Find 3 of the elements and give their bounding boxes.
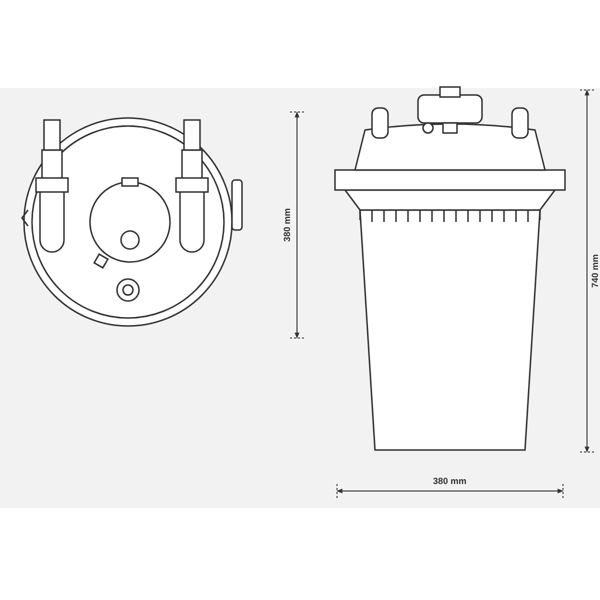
dimension-label: 380 mm (282, 208, 292, 242)
dimension-label: 740 mm (590, 254, 600, 288)
dimension-label: 380 mm (433, 476, 467, 486)
